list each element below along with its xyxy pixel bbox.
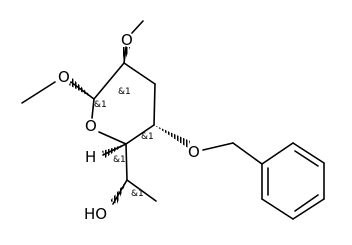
bond-c1-c2 (93, 62, 125, 100)
ome-top-oxygen: O (121, 31, 133, 49)
bond-c4-c5 (125, 124, 155, 145)
bond-phenyl-2 (292, 142, 325, 164)
bond-c5-c6 (125, 143, 128, 181)
bond-ome-left-methyl (21, 81, 56, 104)
stereo-label-c2: &1 (118, 87, 131, 97)
hash-bond-c5-h (102, 144, 126, 158)
bond-phenyl-1 (261, 142, 294, 165)
bond-c6-methyl (126, 179, 157, 202)
hash-bond-c6-oh (110, 180, 127, 204)
stereo-label-c6: &1 (131, 189, 144, 199)
ring-oxygen: O (85, 117, 97, 135)
stereo-label-c5: &1 (113, 155, 126, 165)
bond-c5-ring-oxygen (98, 131, 127, 145)
benzyloxy-oxygen: O (188, 143, 200, 161)
hash-bond-c1-ome (69, 78, 94, 99)
hydroxyl-label: HO (84, 205, 107, 223)
hydrogen-label: H (85, 148, 96, 166)
bond-ring-oxygen-c1 (91, 98, 95, 119)
stereo-label-c4: &1 (141, 132, 154, 142)
stereo-label-c1: &1 (94, 100, 107, 110)
bond-o-benzyl-ch2 (202, 142, 234, 151)
bond-c2-c3 (123, 62, 156, 85)
bond-ch2-phenyl (232, 142, 263, 165)
bond-phenyl-5 (261, 198, 294, 220)
bond-ome-top-methyl (131, 20, 144, 34)
bond-phenyl-4 (292, 198, 325, 220)
bond-phenyl-inner-a (294, 150, 319, 167)
bond-phenyl-inner-b (294, 194, 319, 212)
ome-left-oxygen: O (58, 68, 70, 86)
bond-c3-c4 (153, 83, 156, 126)
hash-bond-c2-ome (122, 47, 130, 63)
hash-bond-c4-obenzyl (154, 125, 190, 148)
